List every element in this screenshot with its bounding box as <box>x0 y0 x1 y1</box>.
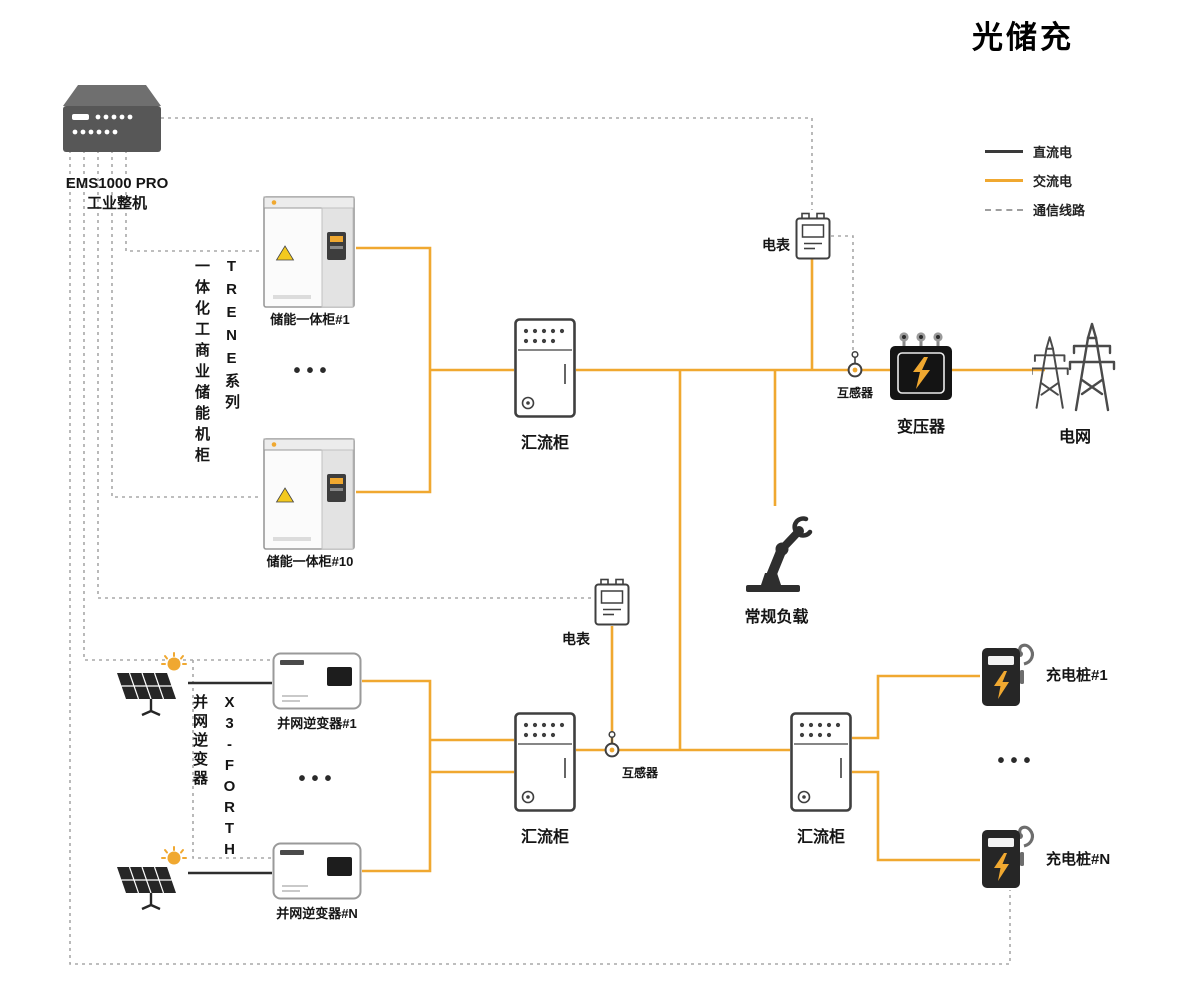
pv-ellipsis: ••• <box>298 768 338 790</box>
combiner-cabinet-top-icon <box>514 318 576 418</box>
comm-line-ems-inverter-n <box>192 660 272 859</box>
pv-series-vertical-label: X3-FORTH 并网逆变器 <box>184 694 244 864</box>
comm-line-ems-meter-bottom <box>97 150 592 599</box>
storage-group-name: 一体化工商业储能机柜 <box>193 258 210 468</box>
meter-bottom-label: 电表 <box>562 631 590 647</box>
grid-inverter-n-label: 并网逆变器#N <box>276 906 358 921</box>
ac-line-inverters-bracket <box>362 679 432 873</box>
legend: 直流电 交流电 通信线路 <box>985 142 1085 219</box>
legend-label-comm: 通信线路 <box>1033 203 1086 218</box>
meter-top-label: 电表 <box>762 237 790 253</box>
ct-bottom-label: 互感器 <box>622 766 659 780</box>
comm-line-ems-cabinet-1 <box>125 150 262 252</box>
ac-line-combiner-charger-1 <box>852 674 980 740</box>
regular-load-icon <box>736 506 814 594</box>
legend-item-comm: 通信线路 <box>985 200 1085 219</box>
storage-ellipsis: ••• <box>293 360 333 382</box>
ems-model: EMS1000 PRO <box>65 175 169 192</box>
ac-lines <box>356 246 1045 873</box>
page-title: 光储充 <box>972 20 1074 55</box>
current-transformer-top-icon <box>845 350 865 378</box>
ems-label: EMS1000 PRO 工业整机 <box>22 174 212 213</box>
comm-line-sample <box>985 208 1023 211</box>
solar-panel-n-icon <box>112 846 190 912</box>
ems-type: 工业整机 <box>86 194 147 212</box>
dc-line-sample <box>985 150 1023 153</box>
legend-item-dc: 直流电 <box>985 142 1085 161</box>
storage-cabinet-1-icon <box>263 196 355 308</box>
grid-inverter-n-icon <box>272 842 362 900</box>
ac-line-cabinets-bracket <box>356 246 432 494</box>
comm-line-meter-ct-top <box>831 235 854 354</box>
legend-label-ac: 交流电 <box>1033 174 1073 189</box>
storage-series-name: TRENE系列 <box>223 258 240 415</box>
grid-inverter-1-label: 并网逆变器#1 <box>277 716 357 731</box>
storage-cabinet-10-label: 储能一体柜#10 <box>266 554 354 569</box>
current-transformer-bottom-icon <box>602 730 622 758</box>
combiner-cabinet-bottom-left-icon <box>514 712 576 812</box>
ct-top-label: 互感器 <box>836 386 873 400</box>
charger-n-icon <box>980 822 1038 890</box>
combiner-top-label: 汇流柜 <box>520 435 569 452</box>
meter-top-icon <box>795 212 831 260</box>
ac-line-sample <box>985 179 1023 182</box>
power-grid-icon <box>1032 320 1116 412</box>
storage-cabinet-10-icon <box>263 438 355 550</box>
combiner-bottom-right-label: 汇流柜 <box>796 829 845 846</box>
grid-label: 电网 <box>1058 429 1091 446</box>
comm-lines <box>69 117 1011 965</box>
dc-lines <box>188 681 272 875</box>
combiner-bottom-left-label: 汇流柜 <box>520 829 569 846</box>
comm-line-ems-bottom-loop <box>69 150 1011 965</box>
storage-series-vertical-label: TRENE系列 一体化工商业储能机柜 <box>186 258 246 538</box>
solar-panel-1-icon <box>112 652 190 718</box>
combiner-cabinet-bottom-right-icon <box>790 712 852 812</box>
transformer-label: 变压器 <box>896 419 945 436</box>
pv-series-name: X3-FORTH <box>221 694 238 862</box>
charger-1-label: 充电桩#1 <box>1046 667 1108 684</box>
transformer-icon <box>888 330 954 402</box>
ac-line-combiner-charger-n <box>852 770 980 862</box>
regular-load-label: 常规负载 <box>744 609 809 626</box>
meter-bottom-icon <box>594 578 630 626</box>
charger-ellipsis: ••• <box>997 750 1037 772</box>
storage-cabinet-1-label: 储能一体柜#1 <box>270 312 350 327</box>
pv-group-name: 并网逆变器 <box>191 694 208 789</box>
legend-item-ac: 交流电 <box>985 171 1085 190</box>
comm-line-ems-meter-top <box>161 117 813 210</box>
charger-1-icon <box>980 640 1038 708</box>
ems-controller-icon <box>63 80 161 158</box>
legend-label-dc: 直流电 <box>1033 145 1073 160</box>
comm-line-ems-inverter-1 <box>83 150 272 661</box>
charger-n-label: 充电桩#N <box>1046 851 1111 868</box>
grid-inverter-1-icon <box>272 652 362 710</box>
